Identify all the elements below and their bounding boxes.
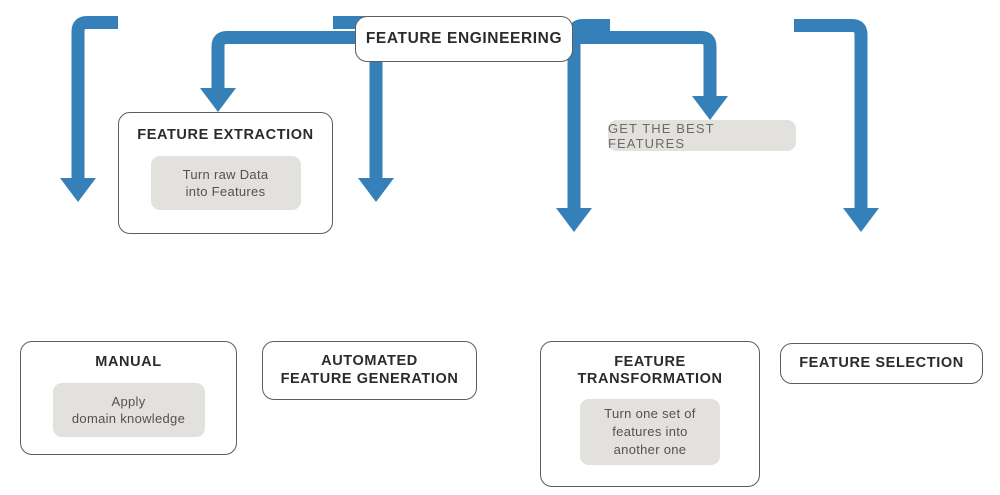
node-feature-selection-label: FEATURE SELECTION [799,354,964,371]
node-feature-extraction[interactable]: FEATURE EXTRACTION Turn raw Data into Fe… [118,112,333,234]
node-manual[interactable]: MANUAL Apply domain knowledge [20,341,237,455]
node-feature-extraction-label: FEATURE EXTRACTION [137,127,314,143]
node-feature-engineering[interactable]: FEATURE ENGINEERING [355,16,573,62]
node-automated-feature-generation[interactable]: AUTOMATED FEATURE GENERATION [262,341,477,400]
edge-root-branches [0,0,1000,140]
node-feature-transformation-label: FEATURE TRANSFORMATION [577,354,723,388]
node-feature-extraction-note: Turn raw Data into Features [150,156,301,211]
node-feature-engineering-label: FEATURE ENGINEERING [365,29,563,47]
node-feature-selection[interactable]: FEATURE SELECTION [780,343,983,384]
node-automated-feature-generation-label: AUTOMATED FEATURE GENERATION [280,353,459,387]
node-feature-transformation[interactable]: FEATURE TRANSFORMATION Turn one set of f… [540,341,760,487]
node-manual-label: MANUAL [95,354,162,370]
node-feature-transformation-note: Turn one set of features into another on… [580,398,720,465]
edge-get-best-features-branches [556,19,879,232]
node-get-the-best-features[interactable]: GET THE BEST FEATURES [608,120,796,151]
node-manual-note: Apply domain knowledge [52,383,205,438]
node-get-the-best-features-label: GET THE BEST FEATURES [608,120,715,151]
